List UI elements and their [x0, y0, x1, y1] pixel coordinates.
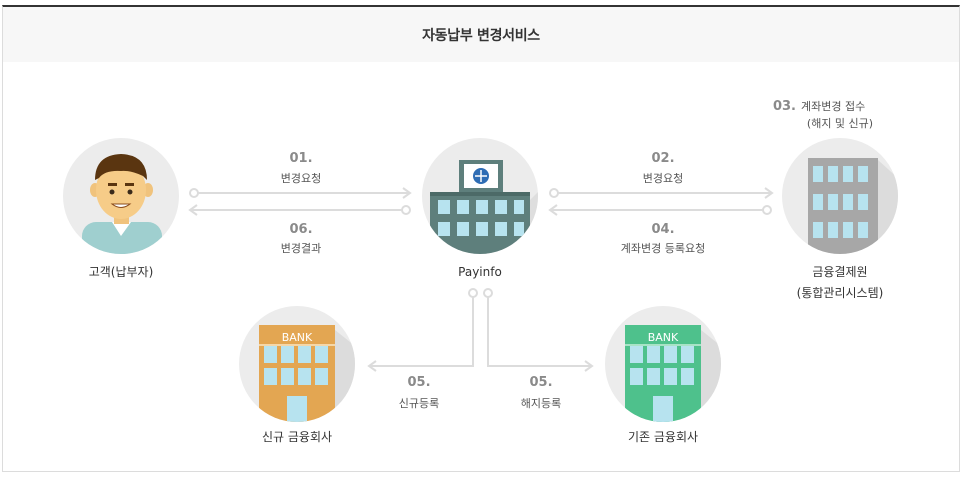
- step-03-number: 03.: [773, 99, 796, 114]
- step-01-label: 변경요청: [281, 172, 321, 185]
- connector-02: [549, 187, 774, 199]
- connector-01: [189, 187, 412, 199]
- customer-node: [63, 138, 179, 254]
- kftc-label: 금융결제원: [812, 265, 867, 279]
- old-bank-label: 기존 금융회사: [628, 430, 698, 444]
- old-bank-building-icon: BANK: [625, 325, 721, 422]
- diagram-frame: 자동납부 변경서비스: [2, 5, 960, 472]
- step-02-label: 변경요청: [643, 172, 683, 185]
- step-03-label: 계좌변경 접수: [801, 100, 865, 113]
- title-bar: 자동납부 변경서비스: [3, 7, 959, 62]
- new-bank-label: 신규 금융회사: [262, 430, 332, 444]
- step-05-new-label: 신규등록: [399, 397, 439, 410]
- kftc-node: [782, 138, 898, 254]
- kftc-building-icon: [808, 158, 898, 254]
- new-bank-node: BANK: [239, 306, 355, 422]
- page-title: 자동납부 변경서비스: [422, 27, 540, 44]
- connector-04: [548, 204, 772, 216]
- step-05-new-number: 05.: [407, 375, 430, 390]
- kftc-sublabel: (통합관리시스템): [797, 286, 884, 300]
- connector-06: [188, 204, 411, 216]
- step-06-number: 06.: [289, 222, 312, 237]
- new-bank-building-icon: BANK: [259, 325, 355, 422]
- step-06-label: 변경결과: [281, 242, 321, 255]
- payinfo-node: [422, 138, 538, 254]
- step-05-old-number: 05.: [529, 375, 552, 390]
- payinfo-label: Payinfo: [458, 265, 502, 279]
- step-01-number: 01.: [289, 151, 312, 166]
- connector-05-old: [483, 288, 594, 372]
- new-bank-sign: BANK: [282, 331, 313, 344]
- connector-05-new: [367, 288, 478, 372]
- step-04-label: 계좌변경 등록요청: [621, 242, 705, 255]
- step-02-number: 02.: [651, 151, 674, 166]
- old-bank-node: BANK: [605, 306, 721, 422]
- step-04-number: 04.: [651, 222, 674, 237]
- old-bank-sign: BANK: [648, 331, 679, 344]
- customer-label: 고객(납부자): [89, 265, 154, 279]
- step-05-old-label: 해지등록: [521, 396, 561, 410]
- step-03-sublabel: (해지 및 신규): [807, 116, 873, 130]
